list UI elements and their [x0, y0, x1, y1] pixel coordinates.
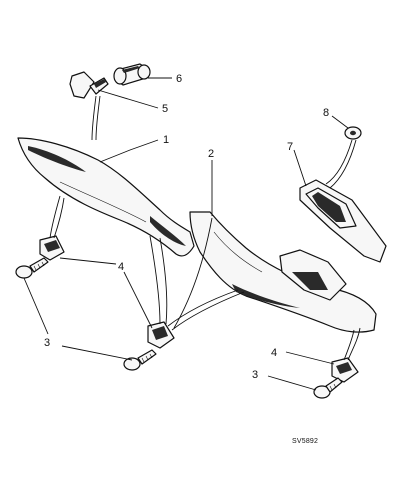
- part-4-clip-nut-center: [147, 321, 175, 349]
- part-6-push-clip: [113, 63, 151, 86]
- callout-4-top: 4: [118, 261, 124, 273]
- callout-4-right: 4: [271, 347, 277, 359]
- callout-6: 6: [176, 73, 182, 85]
- part-3-screw-center: [123, 349, 157, 371]
- part-1-left-trim-panel: [17, 137, 195, 257]
- callout-3-right: 3: [252, 369, 258, 381]
- reference-code: SV5892: [292, 438, 318, 445]
- part-8-grommet: [344, 126, 362, 140]
- callout-8: 8: [323, 107, 329, 119]
- callout-5: 5: [162, 103, 168, 115]
- part-3-screw-right: [313, 377, 343, 399]
- assembly-guide-lines: [49, 95, 361, 361]
- callout-3-left: 3: [44, 337, 50, 349]
- callout-7: 7: [287, 141, 293, 153]
- part-4-clip-nut-left: [39, 235, 65, 261]
- part-4-clip-nut-right: [331, 357, 359, 383]
- part-5-rivet: [69, 71, 109, 99]
- part-2-right-trim-panel: [189, 211, 377, 333]
- callout-leaders: [23, 77, 349, 391]
- callout-labels: 6 5 1 2 7 8 4 3 4 3: [44, 73, 329, 381]
- part-7-bezel: [299, 179, 387, 263]
- callout-2: 2: [208, 148, 214, 160]
- callout-1: 1: [163, 134, 169, 146]
- part-3-screw-left: [15, 257, 49, 279]
